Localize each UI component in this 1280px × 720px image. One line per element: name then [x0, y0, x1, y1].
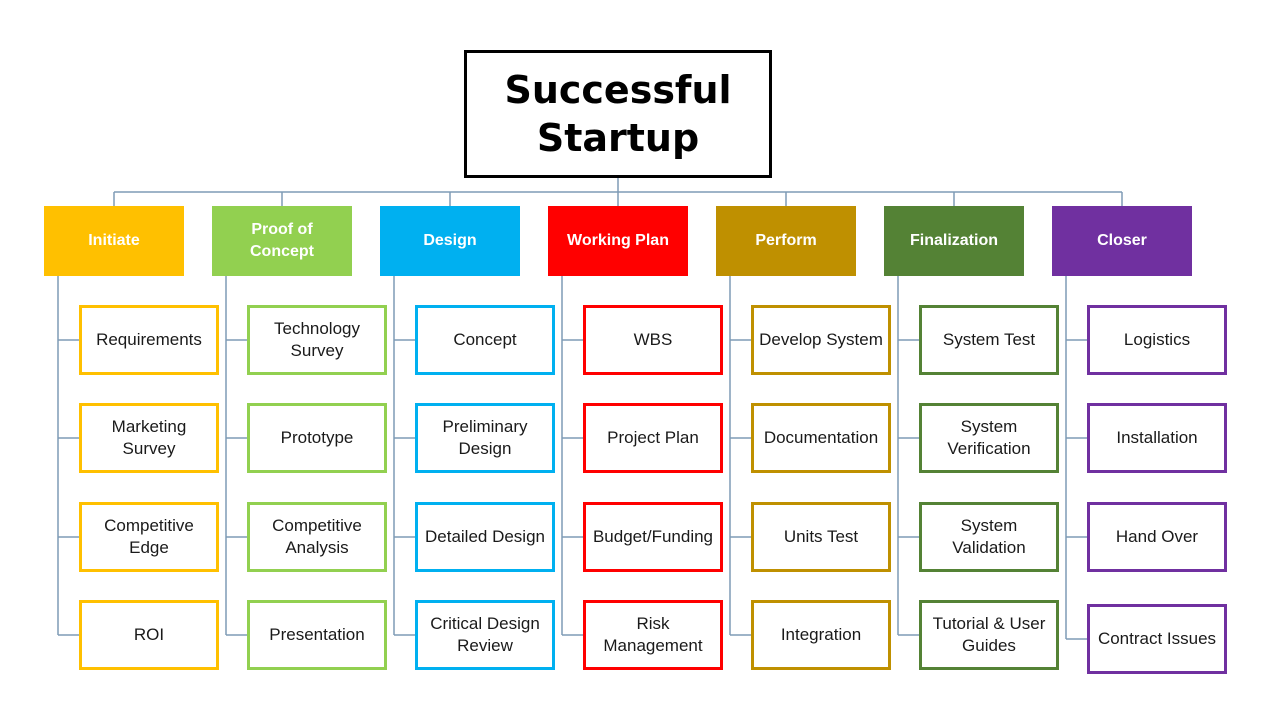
task-node: Documentation: [751, 403, 891, 473]
task-node: Technology Survey: [247, 305, 387, 375]
task-node: Presentation: [247, 600, 387, 670]
task-node: Budget/Funding: [583, 502, 723, 572]
task-node: Hand Over: [1087, 502, 1227, 572]
task-node: Preliminary Design: [415, 403, 555, 473]
task-node: System Verification: [919, 403, 1059, 473]
task-node: Competitive Edge: [79, 502, 219, 572]
phase-node: Proof of Concept: [212, 206, 352, 276]
task-node: Installation: [1087, 403, 1227, 473]
task-node: Concept: [415, 305, 555, 375]
root-title: Successful Startup: [504, 68, 732, 160]
task-node: Tutorial & User Guides: [919, 600, 1059, 670]
root-node: Successful Startup: [464, 50, 772, 178]
task-node: Integration: [751, 600, 891, 670]
task-node: System Validation: [919, 502, 1059, 572]
task-node: Develop System: [751, 305, 891, 375]
task-node: Marketing Survey: [79, 403, 219, 473]
task-node: Project Plan: [583, 403, 723, 473]
task-node: Competitive Analysis: [247, 502, 387, 572]
task-node: Logistics: [1087, 305, 1227, 375]
task-node: Detailed Design: [415, 502, 555, 572]
phase-node: Closer: [1052, 206, 1192, 276]
task-node: Risk Management: [583, 600, 723, 670]
phase-node: Working Plan: [548, 206, 688, 276]
phase-node: Design: [380, 206, 520, 276]
task-node: Requirements: [79, 305, 219, 375]
phase-node: Initiate: [44, 206, 184, 276]
phase-node: Finalization: [884, 206, 1024, 276]
task-node: Contract Issues: [1087, 604, 1227, 674]
task-node: System Test: [919, 305, 1059, 375]
task-node: WBS: [583, 305, 723, 375]
phase-node: Perform: [716, 206, 856, 276]
task-node: Units Test: [751, 502, 891, 572]
task-node: Critical Design Review: [415, 600, 555, 670]
task-node: Prototype: [247, 403, 387, 473]
task-node: ROI: [79, 600, 219, 670]
